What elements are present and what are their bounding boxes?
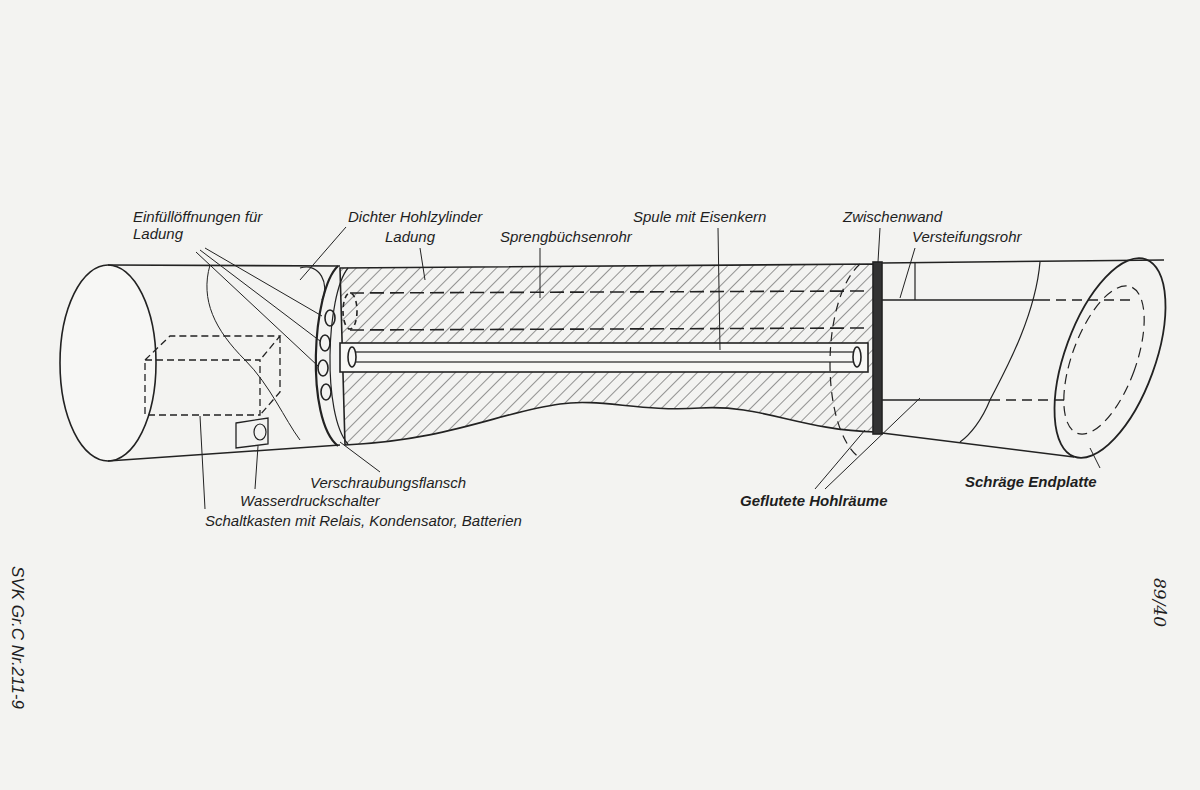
part-label: Verschraubungsflansch xyxy=(310,474,466,491)
part-label: Spule mit Eisenkern xyxy=(633,208,766,225)
part-label: Wasserdruckschalter xyxy=(240,492,380,509)
archive-mark: 89/40 xyxy=(1150,578,1169,627)
part-label: Ladung xyxy=(385,228,435,245)
part-label: Schräge Endplatte xyxy=(965,473,1097,490)
part-label: Einfüllöffnungen für Ladung xyxy=(133,208,283,242)
archive-mark: SVK Gr.C Nr.211-9 xyxy=(8,566,27,709)
part-label: Sprengbüchsenrohr xyxy=(500,228,632,245)
part-label: Versteifungsrohr xyxy=(912,228,1022,245)
part-label: Zwischenwand xyxy=(843,208,942,225)
part-label: Schaltkasten mit Relais, Kondensator, Ba… xyxy=(205,512,522,529)
part-label: Dichter Hohlzylinder xyxy=(348,208,482,225)
part-label: Geflutete Hohlräume xyxy=(740,492,888,509)
